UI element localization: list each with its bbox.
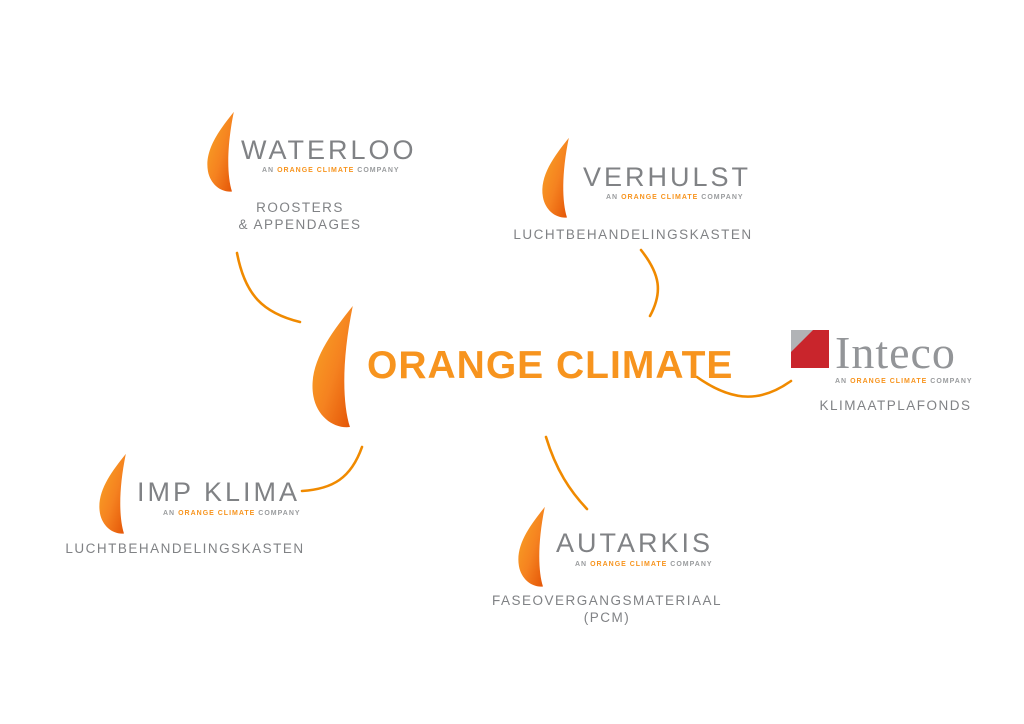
tagline-post: COMPANY [258,510,301,517]
brand-name-impklima: IMP KLIMA [137,477,301,507]
tagline-post: COMPANY [670,561,713,568]
tagline-pre: AN [575,561,588,568]
tagline-brand: ORANGE CLIMATE [277,167,355,174]
flame-icon [312,306,353,428]
brand-name-autarkis: AUTARKIS [556,528,714,558]
descriptor-inteco: KLIMAATPLAFONDS [819,398,972,413]
inteco-logo-icon [791,330,829,368]
connector-center-inteco [695,375,793,398]
tagline-brand: ORANGE CLIMATE [850,378,928,385]
tagline-brand: ORANGE CLIMATE [621,194,699,201]
descriptor-impklima: LUCHTBEHANDELINGSKASTEN [65,541,305,556]
tagline-pre: AN [835,378,848,385]
brand-name-inteco: Inteco [835,327,956,378]
descriptor-verhulst: LUCHTBEHANDELINGSKASTEN [513,227,753,242]
tagline-brand: ORANGE CLIMATE [590,561,668,568]
flame-icon [99,453,126,534]
descriptor-waterloo: ROOSTERS & APPENDAGES [238,200,362,232]
connector-waterloo-center [235,251,302,324]
tagline-post: COMPANY [701,194,744,201]
brand-name-waterloo: WATERLOO [241,135,417,165]
center-title: ORANGE CLIMATE [367,344,734,387]
flame-icon [207,111,234,192]
connector-center-impklima [300,445,364,493]
tagline-brand: ORANGE CLIMATE [178,510,256,517]
tagline-waterloo: AN ORANGE CLIMATE COMPANY [262,167,400,174]
flame-icon [542,137,569,218]
tagline-pre: AN [262,167,275,174]
tagline-pre: AN [606,194,619,201]
tagline-post: COMPANY [357,167,400,174]
connector-center-autarkis [544,435,589,511]
inteco-block: Inteco AN ORANGE CLIMATE COMPANY [791,330,973,385]
tagline-post: COMPANY [930,378,973,385]
inteco-logo-fold [791,330,814,353]
tagline-impklima: AN ORANGE CLIMATE COMPANY [163,510,301,517]
connector-verhulst-center [639,248,660,318]
tagline-inteco: AN ORANGE CLIMATE COMPANY [835,378,973,385]
tagline-verhulst: AN ORANGE CLIMATE COMPANY [606,194,744,201]
tagline-autarkis: AN ORANGE CLIMATE COMPANY [575,561,713,568]
descriptor-autarkis: FASEOVERGANGSMATERIAAL (PCM) [491,593,723,625]
flame-icon [518,506,545,587]
brand-name-verhulst: VERHULST [583,162,752,192]
tagline-pre: AN [163,510,176,517]
